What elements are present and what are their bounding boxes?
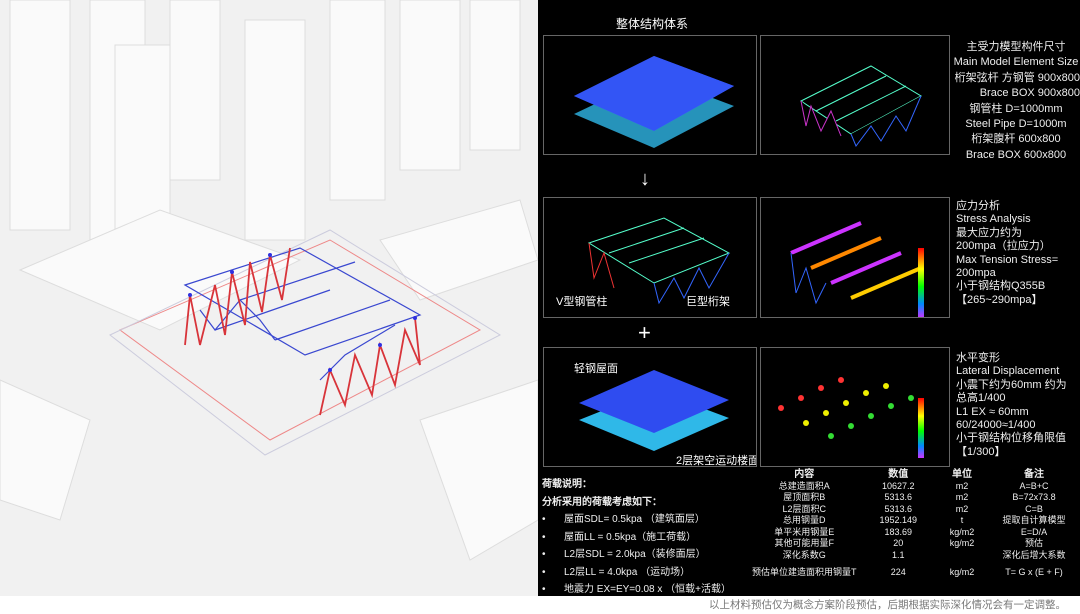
load-description: 荷载说明： 分析采用的荷载考虑如下： •屋面SDL= 0.5kpa （建筑面层）… <box>542 479 731 595</box>
lateral-displacement-view <box>760 347 950 467</box>
table-cell: kg/m2 <box>949 567 975 577</box>
model-view-layers: 轻钢屋面 2层架空运动楼面 <box>543 347 757 467</box>
table-cell: 单平米用钢量E <box>774 526 835 537</box>
l2-floor-label: 2层架空运动楼面 <box>676 455 757 467</box>
table-cell: 预估单位建造面积用钢量T <box>752 567 857 577</box>
site-axonometric-view <box>0 0 539 596</box>
city-model-illustration <box>0 0 539 561</box>
table-cell: kg/m2 <box>949 538 975 548</box>
section-title: 整体结构体系 <box>616 17 689 31</box>
table-cell: 1.1 <box>892 549 905 560</box>
v-column-label: V型钢管柱 <box>556 296 608 308</box>
table-row: 预估单位建造面积用钢量T 224 kg/m2 T= G x (E + F) <box>748 561 1080 579</box>
plus-icon: + <box>638 320 651 345</box>
table-cell: L2层面积C <box>782 503 826 514</box>
table-cell: T= G x (E + F) <box>1005 567 1063 577</box>
table-cell: 其他可能用量F <box>774 538 835 548</box>
table-cell: E=D/A <box>1020 526 1048 537</box>
table-cell: 20 <box>893 538 904 548</box>
table-row: 总用钢量D 1952.149 t 提取自计算模型 <box>748 515 1080 527</box>
table-cell: 预估 <box>1025 538 1044 548</box>
table-cell: 1952.149 <box>879 515 918 525</box>
model-view-truss-columns: V型钢管柱 巨型桁架 <box>543 197 757 318</box>
model-view-truss <box>760 35 950 155</box>
table-cell: 总用钢量D <box>783 515 826 525</box>
table-cell: 5313.6 <box>884 503 913 514</box>
table-cell: t <box>960 515 964 525</box>
light-roof-label: 轻钢屋面 <box>574 363 618 375</box>
table-row: 单平米用钢量E 183.69 kg/m2 E=D/A <box>748 527 1080 539</box>
table-cell: 提取自计算模型 <box>1002 515 1066 525</box>
structural-analysis-panel: 整体结构体系 ↓ V型钢管柱 巨型桁架 + 轻钢屋面 2层架空运动楼面 主受力模… <box>538 0 1080 596</box>
table-cell: 总建造面积A <box>778 480 830 491</box>
table-row: 其他可能用量F 20 kg/m2 预估 <box>748 538 1080 550</box>
table-cell: 5313.6 <box>884 492 913 502</box>
table-cell: 183.69 <box>884 526 913 537</box>
table-cell: 224 <box>890 567 906 577</box>
stress-analysis-view <box>760 197 950 318</box>
table-row: L2层面积C 5313.6 m2 C=B <box>748 504 1080 516</box>
table-cell: kg/m2 <box>949 526 975 537</box>
table-cell: C=B <box>1025 503 1043 514</box>
model-view-roof-floor <box>543 35 757 155</box>
table-cell: m2 <box>955 503 969 514</box>
table-row: 总建造面积A 10627.2 m2 A=B+C <box>748 481 1080 493</box>
footnote-caption: 以上材料预估仅为概念方案阶段预估，后期根据实际深化情况会有一定调整。 <box>709 599 1066 611</box>
table-row: 屋顶面积B 5313.6 m2 B=72x73.8 <box>748 492 1080 504</box>
table-cell <box>936 550 988 562</box>
table-row: 深化系数G 1.1 深化后增大系数 <box>748 550 1080 562</box>
table-cell: 深化系数G <box>782 549 826 560</box>
giant-truss-label: 巨型桁架 <box>686 296 730 308</box>
table-cell: m2 <box>955 480 969 491</box>
table-cell: B=72x73.8 <box>1012 492 1056 502</box>
down-arrow-icon: ↓ <box>640 168 650 190</box>
table-cell: m2 <box>955 492 969 502</box>
table-cell: A=B+C <box>1019 480 1049 491</box>
table-cell: 深化后增大系数 <box>1002 549 1066 560</box>
table-cell: 10627.2 <box>881 480 915 491</box>
table-cell: 屋顶面积B <box>783 492 826 502</box>
